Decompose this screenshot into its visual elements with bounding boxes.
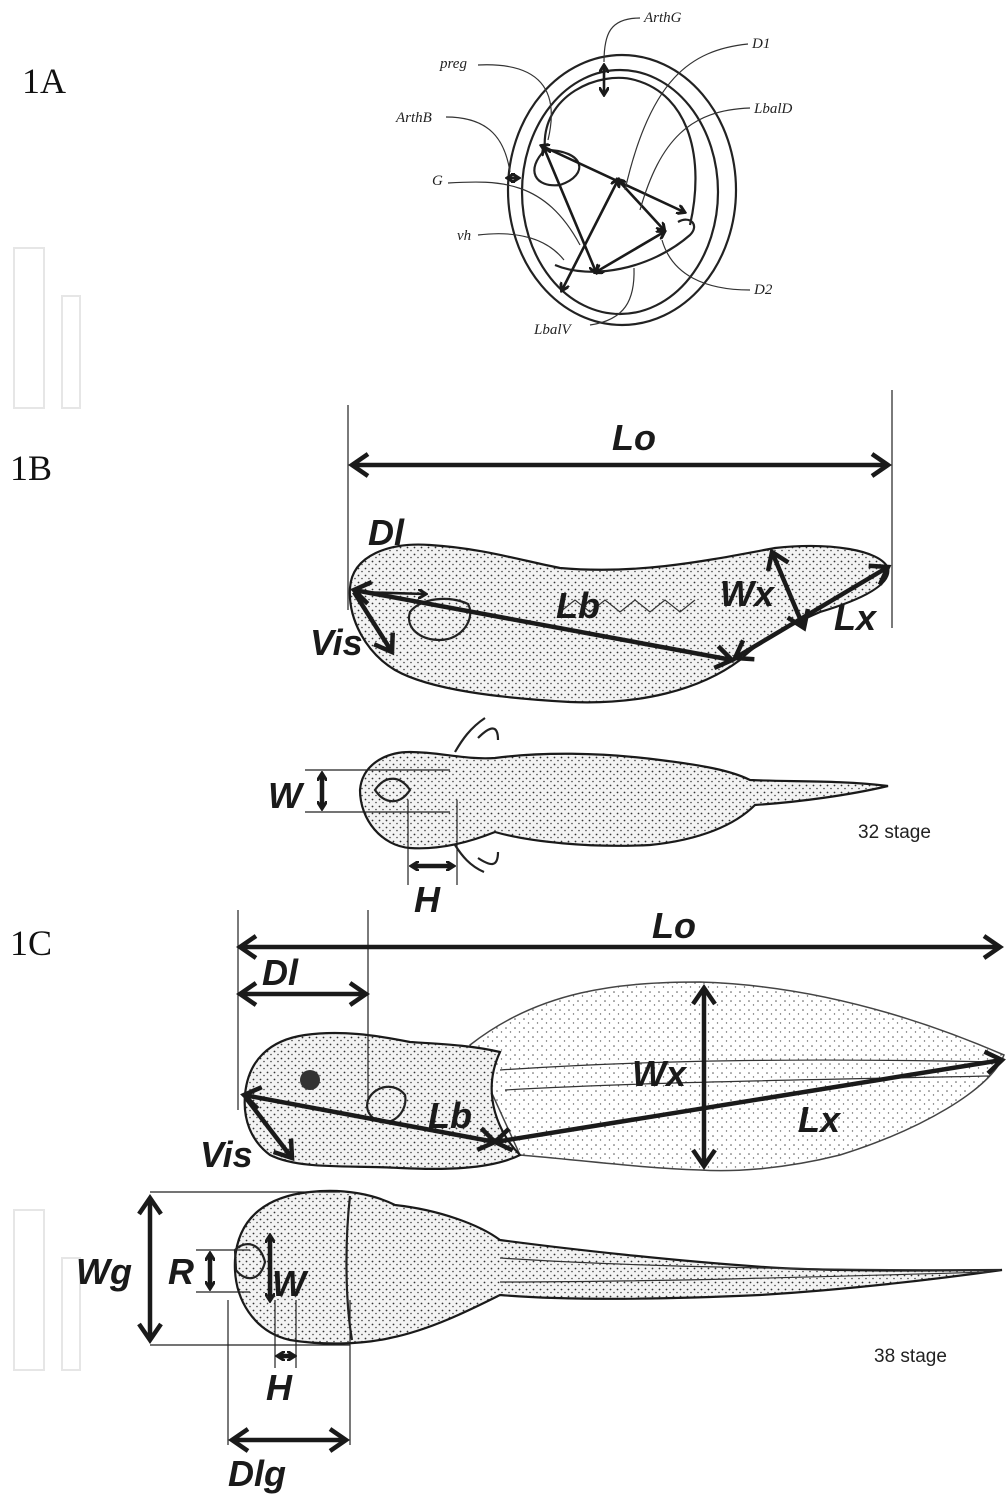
label-g: G bbox=[432, 173, 443, 189]
label-r-c: R bbox=[168, 1251, 194, 1292]
label-lbald: LbalD bbox=[753, 101, 793, 117]
background-ghost-frames bbox=[14, 248, 80, 1370]
panel-1c-label: 1C bbox=[10, 923, 52, 963]
label-wg-c: Wg bbox=[76, 1251, 132, 1292]
label-dl-b: Dl bbox=[368, 512, 405, 553]
label-d2: D2 bbox=[753, 282, 773, 298]
panel-1b: 1B Lo Dl Lb Wx Lx Vis bbox=[10, 390, 931, 920]
label-vis-b: Vis bbox=[310, 622, 363, 663]
stage-label-c: 38 stage bbox=[874, 1346, 947, 1367]
panel-1a: 1A ArthG D1 bbox=[22, 10, 793, 338]
label-d1: D1 bbox=[751, 36, 770, 52]
egg-outline bbox=[508, 55, 736, 325]
label-h-b: H bbox=[414, 879, 441, 920]
label-lb-b: Lb bbox=[556, 585, 600, 626]
label-lx-c: Lx bbox=[798, 1099, 842, 1140]
label-vh: vh bbox=[457, 228, 471, 244]
label-h-c: H bbox=[266, 1367, 293, 1408]
label-dlg-c: Dlg bbox=[228, 1453, 286, 1494]
label-arthg: ArthG bbox=[643, 10, 682, 26]
label-preg: preg bbox=[439, 56, 467, 72]
panel-1c: 1C Lo Dl Wx Lb Lx Vis bbox=[10, 905, 1004, 1494]
label-w-b: W bbox=[268, 775, 305, 816]
label-lo-b: Lo bbox=[612, 417, 656, 458]
label-w-c: W bbox=[272, 1263, 309, 1304]
panel-1a-label: 1A bbox=[22, 61, 66, 101]
label-lb-c: Lb bbox=[428, 1095, 472, 1136]
label-wx-b: Wx bbox=[720, 573, 776, 614]
label-lo-c: Lo bbox=[652, 905, 696, 946]
stage-label-b: 32 stage bbox=[858, 822, 931, 843]
label-vis-c: Vis bbox=[200, 1134, 253, 1175]
tadpole-32-lateral bbox=[350, 545, 888, 703]
label-dl-c: Dl bbox=[262, 952, 299, 993]
label-lbalv: LbalV bbox=[533, 322, 573, 338]
label-lx-b: Lx bbox=[834, 597, 878, 638]
label-wx-c: Wx bbox=[632, 1053, 688, 1094]
panel-1b-label: 1B bbox=[10, 448, 52, 488]
label-arthb: ArthB bbox=[395, 110, 432, 126]
tadpole-32-dorsal bbox=[360, 718, 888, 872]
